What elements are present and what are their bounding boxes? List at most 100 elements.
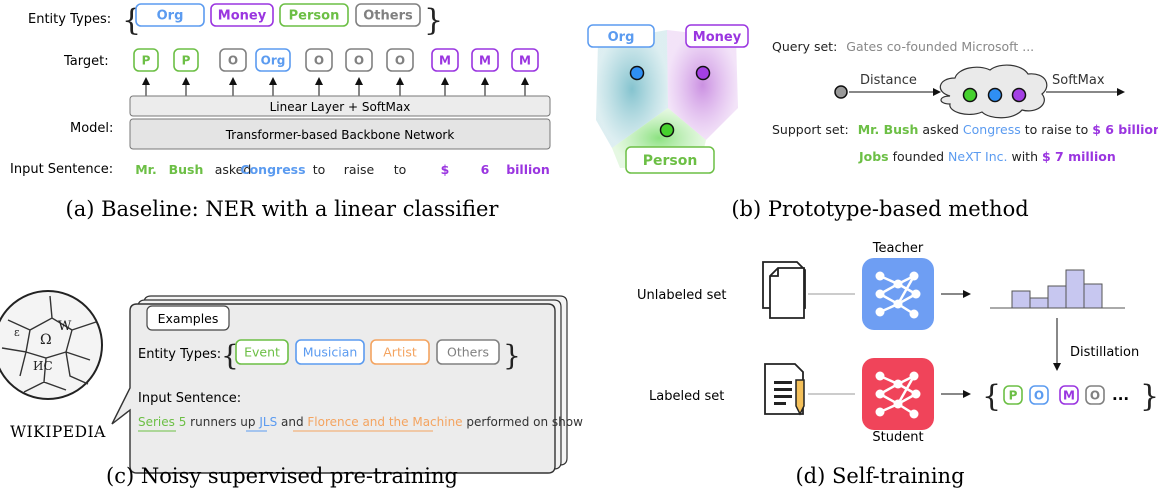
cloud-org-prototype bbox=[987, 87, 1003, 103]
output-tag-box bbox=[1003, 385, 1023, 405]
output-tag: M bbox=[1059, 385, 1079, 405]
output-tag-label: O bbox=[1090, 388, 1100, 402]
model-label: Model: bbox=[70, 121, 113, 136]
money-prototype bbox=[695, 65, 711, 81]
c-entity-type-others-box bbox=[436, 339, 500, 365]
input-sentence-label: Input Sentence: bbox=[10, 162, 113, 177]
c-entity-type-musician-box bbox=[295, 339, 365, 365]
c-brace-right: } bbox=[503, 339, 521, 372]
c-text-a: runners up bbox=[186, 415, 259, 429]
target-tag-box bbox=[255, 48, 291, 72]
soft-label-histogram bbox=[990, 269, 1125, 309]
person-cluster-tag bbox=[625, 146, 715, 174]
c-entity-type-artist: Artist bbox=[370, 339, 430, 365]
entity-types-label: Entity Types: bbox=[28, 12, 111, 27]
target-tag-label: O bbox=[395, 53, 405, 67]
panel-c: Ω W ИС ε WIKIPEDIA Examples Entity Types… bbox=[0, 290, 583, 488]
support-set-line-1: Support set: Mr. Bush asked Congress to … bbox=[772, 122, 1158, 137]
query-set-line: Query set: Gates co-founded Microsoft ..… bbox=[772, 39, 1034, 54]
panel-b: Org Money Person Query set: Gates co-fou… bbox=[587, 24, 1158, 221]
c-brace-left: { bbox=[221, 339, 239, 372]
entity-type-money-label: Money bbox=[218, 9, 267, 24]
backbone-box bbox=[129, 118, 551, 150]
entity-type-money: Money bbox=[210, 3, 274, 27]
tags-ellipsis: ... bbox=[1112, 386, 1129, 404]
teacher-label: Teacher bbox=[872, 241, 924, 256]
input-token: $ bbox=[441, 162, 450, 177]
caption-c: (c) Noisy supervised pre-training bbox=[106, 464, 458, 488]
output-tag-label: O bbox=[1034, 388, 1044, 402]
target-tag: M bbox=[511, 48, 539, 72]
panel-d: Unlabeled set Teacher Distillation Label… bbox=[637, 241, 1158, 488]
target-tag-box bbox=[431, 48, 459, 72]
c-entity-type-musician: Musician bbox=[295, 339, 365, 365]
wikipedia-globe-logo: Ω W ИС ε bbox=[0, 290, 103, 400]
target-tag-label: P bbox=[182, 53, 191, 67]
support-1-org: Congress bbox=[963, 122, 1021, 137]
wikipedia-wordmark: WIKIPEDIA bbox=[10, 423, 106, 441]
output-tag-label: P bbox=[1009, 388, 1018, 402]
target-tag-box bbox=[471, 48, 499, 72]
target-tag-label: O bbox=[228, 53, 238, 67]
target-tag: O bbox=[386, 48, 414, 72]
d-brace-right: } bbox=[1140, 379, 1158, 414]
c-entity-type-event-label: Event bbox=[244, 345, 280, 360]
support-2-org: NeXT Inc. bbox=[948, 149, 1007, 164]
output-tag-box bbox=[1085, 385, 1105, 405]
c-entity-type-musician-label: Musician bbox=[303, 345, 358, 360]
documents-icon bbox=[762, 261, 806, 319]
cloud-money-prototype bbox=[1011, 87, 1027, 103]
caption-a: (a) Baseline: NER with a linear classifi… bbox=[66, 197, 500, 221]
target-tag: P bbox=[133, 48, 159, 72]
linear-layer-label: Linear Layer + SoftMax bbox=[270, 100, 411, 114]
c-entity-type-event: Event bbox=[235, 339, 289, 365]
support-set-line-2: Jobs founded NeXT Inc. with $ 7 million bbox=[858, 149, 1116, 164]
unlabeled-set-label: Unlabeled set bbox=[637, 288, 726, 303]
backbone-label: Transformer-based Backbone Network bbox=[225, 128, 455, 142]
cloud-person-prototype bbox=[962, 87, 978, 103]
money-cluster-tag bbox=[685, 24, 749, 48]
entity-type-person-box bbox=[279, 3, 349, 27]
output-tag-box bbox=[1059, 385, 1079, 405]
c-entity-type-chips: Event Musician Artist Others bbox=[235, 339, 500, 365]
entity-type-org-box bbox=[135, 3, 205, 27]
c-entity-type-others-label: Others bbox=[447, 345, 489, 360]
input-token: asked bbox=[215, 162, 252, 177]
target-tag: Org bbox=[255, 48, 291, 72]
c-sentence: Series 5 runners up JLS and Florence and… bbox=[138, 415, 583, 429]
c-musician-span: JLS bbox=[258, 415, 277, 429]
target-tag-label: O bbox=[314, 53, 324, 67]
input-token: to bbox=[313, 162, 326, 177]
org-prototype bbox=[629, 65, 645, 81]
input-token: Mr. bbox=[135, 162, 157, 177]
input-token: billion bbox=[506, 162, 550, 177]
target-tag-box bbox=[173, 48, 199, 72]
input-token: Congress bbox=[240, 162, 305, 177]
org-cluster-tag bbox=[587, 24, 655, 48]
target-tag-label: P bbox=[142, 53, 151, 67]
svg-text:ε: ε bbox=[14, 326, 20, 339]
c-entity-types-label: Entity Types: bbox=[138, 347, 221, 362]
target-tag-label: M bbox=[439, 53, 451, 67]
entity-type-money-box bbox=[210, 3, 274, 27]
student-label: Student bbox=[872, 430, 923, 445]
support-2-text-a: founded bbox=[889, 149, 948, 164]
target-arrows bbox=[142, 77, 529, 96]
support-1-text-a: asked bbox=[918, 122, 963, 137]
svg-text:ИС: ИС bbox=[33, 359, 53, 373]
entity-type-person-label: Person bbox=[289, 9, 340, 24]
labeled-set-label: Labeled set bbox=[649, 389, 724, 404]
target-tag: O bbox=[345, 48, 373, 72]
target-tag-box bbox=[133, 48, 159, 72]
support-2-person: Jobs bbox=[858, 149, 889, 164]
linear-layer-box bbox=[129, 95, 551, 117]
c-entity-type-artist-label: Artist bbox=[383, 345, 417, 360]
softmax-label: SoftMax bbox=[1052, 73, 1105, 88]
target-tag: O bbox=[219, 48, 247, 72]
entity-type-org-label: Org bbox=[157, 9, 184, 24]
